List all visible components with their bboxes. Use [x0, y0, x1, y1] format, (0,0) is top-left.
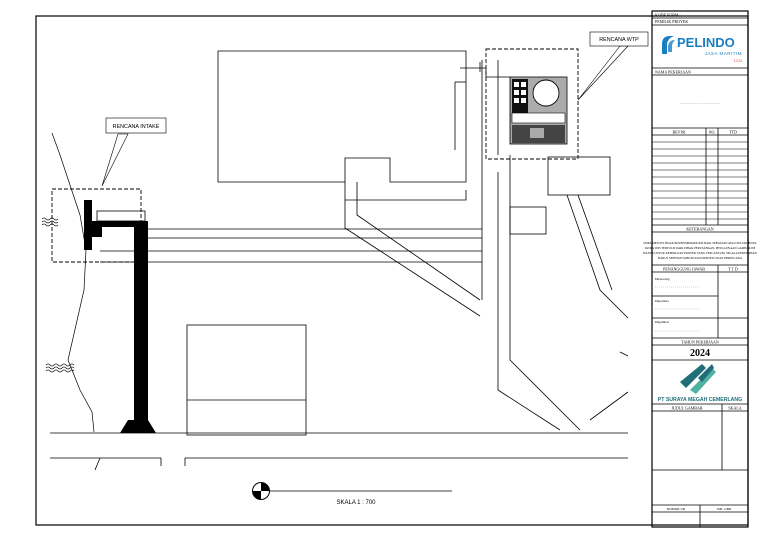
wtp-structure: [460, 62, 568, 145]
nama-pekerjaan-value: ........................................…: [680, 101, 721, 105]
keterangan-line-3: HANYA UNTUK KEPERLUAN PROYEK YANG TERCAN…: [643, 251, 757, 255]
role-diperiksa: Diperiksa: [655, 299, 669, 303]
north-arrow: [252, 482, 452, 500]
intake-structure: [84, 200, 156, 433]
keterangan-line-1: DOKUMEN INI TIDAK BOLEH DIPRODUKSI BAIK …: [643, 241, 757, 245]
intake-area-marker: [51, 188, 142, 263]
judul-gambar-label: JUDUL GAMBAR: [671, 406, 702, 411]
ttd-header: TTD: [729, 130, 737, 135]
revision-rows: [652, 141, 748, 220]
role-dirancang: Dirancang: [655, 277, 670, 281]
pemilik-proyek: PEMILIK PROYEK: [655, 19, 688, 24]
nomor-ur-label: NOMOR UR: [667, 507, 686, 511]
pelindo-suffix: LCO: [734, 58, 742, 63]
tahun-value: 2024: [690, 348, 710, 359]
building-east-1: [547, 156, 611, 196]
tahun-label: TAHUN PEKERJAAN: [681, 340, 719, 345]
keterangan-line-4: HARUS SEPENGETAHUAN DAN PERSETUJUAN PERE…: [658, 256, 743, 260]
water-symbol-lower: [45, 363, 75, 373]
intake-pipe: [134, 221, 148, 433]
no-header: NO.: [709, 130, 716, 135]
pelindo-subtitle: JASA MARITIM: [705, 51, 742, 56]
skala-label: SKALA: [728, 406, 741, 411]
site-plan: [41, 50, 629, 471]
label-intake: RENCANA INTAKE: [113, 124, 160, 130]
wtp-tank: [532, 79, 560, 107]
scale-label: SKALA 1 : 700: [336, 500, 376, 506]
building-south: [186, 324, 307, 436]
company-logo: [680, 364, 716, 394]
kode-form: KODE FORM : ...: [655, 13, 685, 18]
keterangan-line-2: TANPA IZIN TERTULIS DARI PIHAK PERUSAHAA…: [645, 246, 756, 250]
company-name: PT SURAYA MEGAH CEMERLANG: [658, 397, 742, 403]
company-mark-icon: [680, 364, 706, 388]
label-wtp: RENCANA WTP: [599, 37, 639, 43]
coastline: [51, 132, 95, 433]
wtp-area-marker: [485, 48, 579, 160]
pelindo-mark-icon: [662, 36, 674, 54]
water-symbol-upper: [41, 217, 59, 227]
nama-pekerjaan-label: NAMA PEKERJAAN: [655, 70, 691, 75]
building-north: [217, 50, 467, 183]
jml-gbr-label: JML GBR: [717, 507, 732, 511]
callout-intake: RENCANA INTAKE: [101, 117, 167, 187]
pelindo-name: PELINDO: [677, 35, 735, 50]
callout-wtp: RENCANA WTP: [577, 31, 649, 101]
ttd-label: T T D: [728, 267, 738, 272]
revisi-header: REVISI: [673, 130, 687, 135]
building-east-2: [509, 206, 547, 235]
penanggung-jawab-label: PENANGGUNG JAWAB: [663, 267, 705, 272]
pelindo-logo: PELINDO JASA MARITIM LCO: [662, 35, 742, 63]
road-diagonal: [356, 182, 481, 301]
role-digambar: Digambar: [655, 320, 670, 324]
keterangan-label: KETERANGAN: [686, 227, 713, 232]
